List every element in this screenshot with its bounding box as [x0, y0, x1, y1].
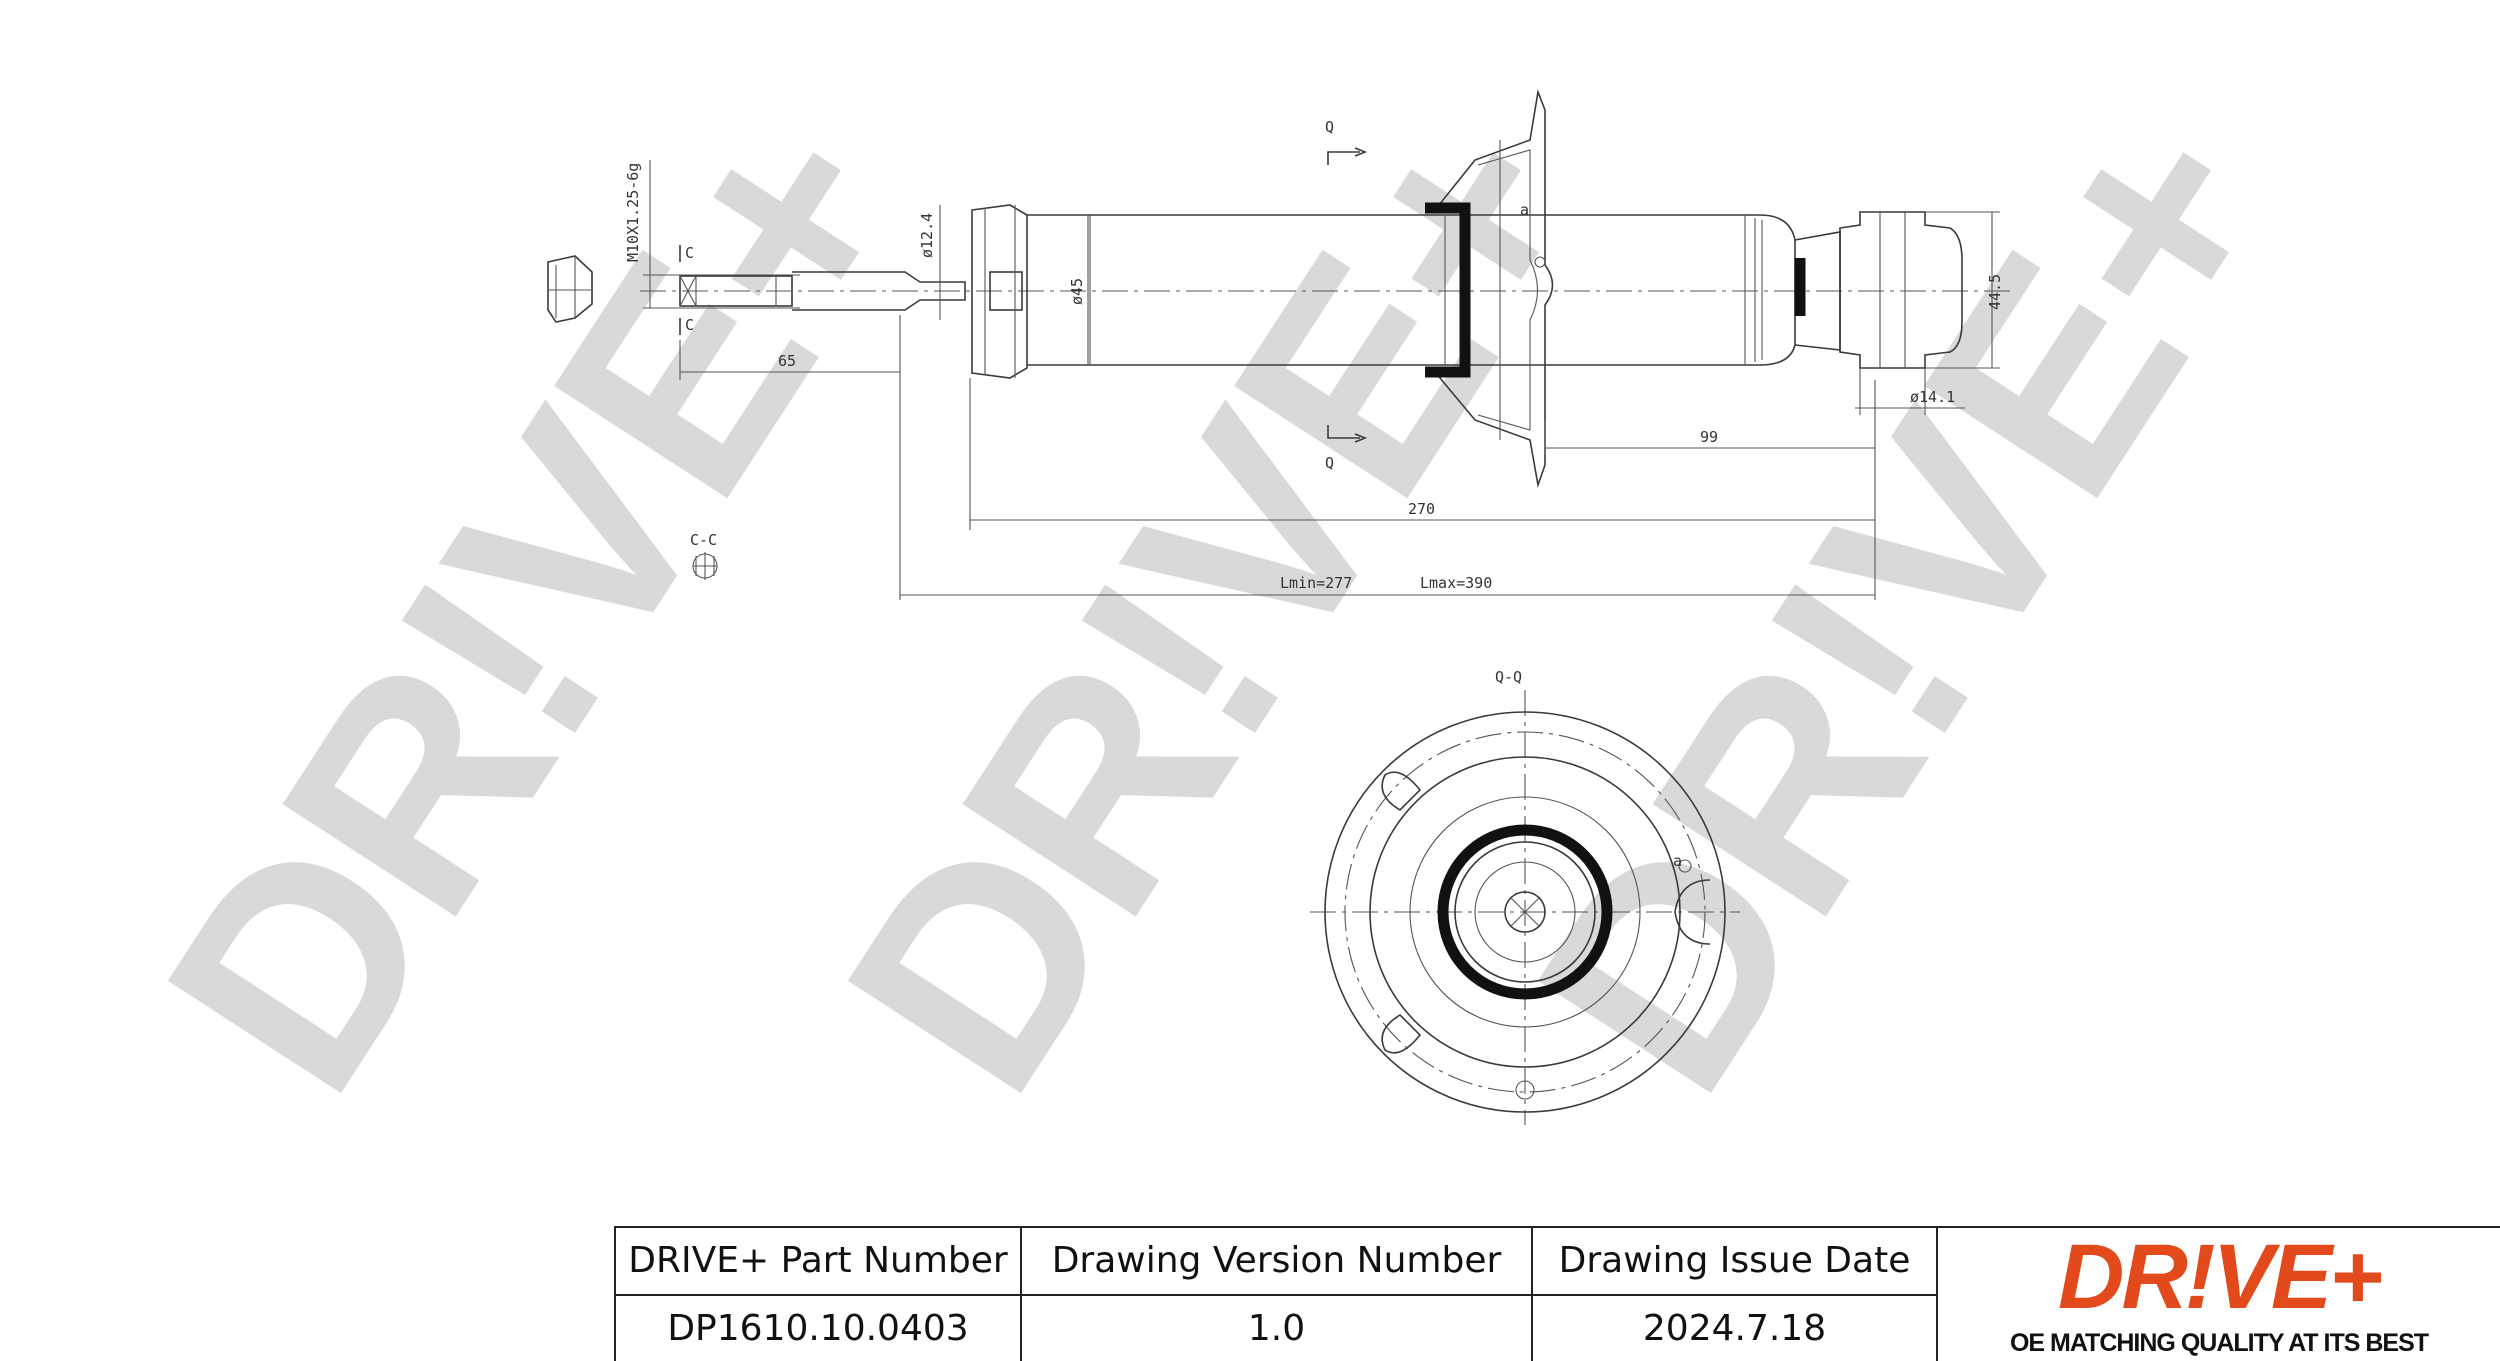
spring-seat-plate: a — [1425, 88, 1554, 489]
thread-label: M10X1.25-6g — [624, 163, 642, 262]
part-number-value: DP1610.10.0403 — [667, 1307, 969, 1349]
section-qq-view: Q-Q a — [1310, 668, 1740, 1125]
section-cc-label: C-C — [690, 531, 717, 549]
logo-tagline: OE MATCHING QUALITY AT ITS BEST — [2009, 1329, 2429, 1357]
brand-logo: DR!VE+ OE MATCHING QUALITY AT ITS BEST — [1938, 1228, 2500, 1361]
part-number-header: DRIVE+ Part Number — [616, 1228, 1020, 1296]
hex-nut — [547, 255, 593, 323]
part-number-column: DRIVE+ Part Number DP1610.10.0403 — [616, 1228, 1022, 1361]
watermark-group: DR!VE+ DR!VE+ DR!VE+ — [102, 62, 2338, 1145]
top-cap — [971, 204, 1028, 379]
rubber-ring — [1425, 202, 1471, 378]
length-max-label: Lmax=390 — [1420, 574, 1492, 592]
bushing-bore-label: ø14.1 — [1910, 388, 1955, 406]
body-length-label: 270 — [1408, 500, 1435, 518]
angle-mark-side: a — [1520, 201, 1529, 219]
issue-date-value: 2024.7.18 — [1642, 1307, 1827, 1349]
rod-diameter-label: ø12.4 — [918, 213, 936, 258]
version-header: Drawing Version Number — [1022, 1228, 1531, 1296]
title-block: DRIVE+ Part Number DP1610.10.0403 Drawin… — [614, 1226, 2500, 1361]
plate-offset-label: 99 — [1700, 428, 1718, 446]
version-value: 1.0 — [1247, 1307, 1306, 1349]
lower-bushing — [1794, 211, 1963, 369]
qq-rubber-ring — [1437, 824, 1613, 1000]
logo-wordmark: DR!VE+ — [2058, 1226, 2383, 1328]
bushing-width-label: 44.5 — [1986, 274, 2004, 310]
section-q-mark-top: Q — [1325, 118, 1334, 136]
issue-date-column: Drawing Issue Date 2024.7.18 — [1533, 1228, 1938, 1361]
issue-date-header: Drawing Issue Date — [1533, 1228, 1936, 1296]
length-min-label: Lmin=277 — [1280, 574, 1352, 592]
thread-length-label: 65 — [778, 352, 796, 370]
section-cc-view: C-C — [690, 531, 718, 580]
section-c-mark-top: C — [685, 244, 694, 262]
body-diameter-label: ø45 — [1068, 278, 1086, 305]
section-q-mark-bottom: Q — [1325, 454, 1334, 472]
section-c-mark-bottom: C — [685, 316, 694, 334]
angle-mark-top: a — [1673, 852, 1682, 870]
version-column: Drawing Version Number 1.0 — [1022, 1228, 1533, 1361]
section-qq-label: Q-Q — [1495, 668, 1522, 686]
